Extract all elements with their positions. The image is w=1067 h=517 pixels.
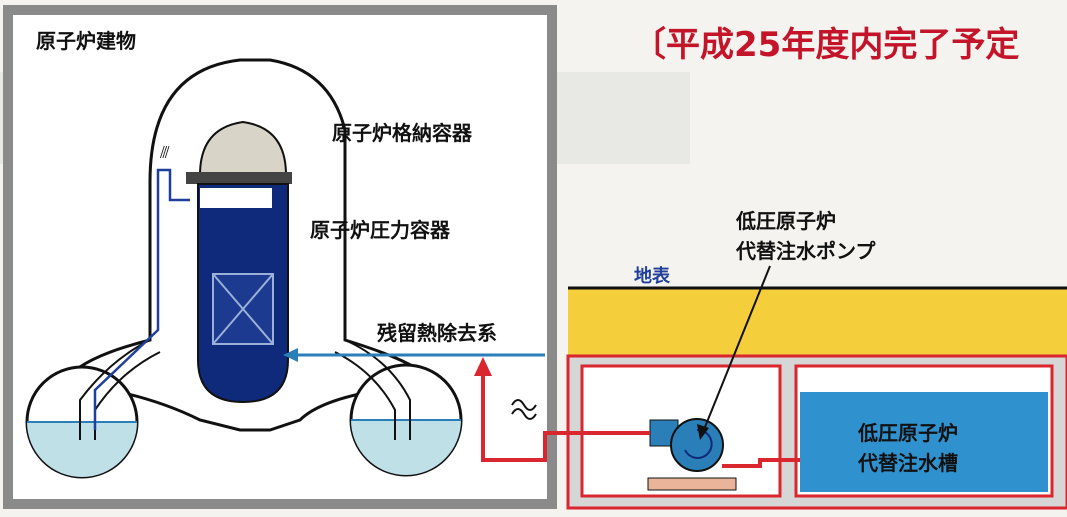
pipe-break-icon-2: [511, 408, 537, 420]
vent-pipe-right: [344, 339, 411, 440]
ground-layer: [568, 288, 1067, 356]
pipe-break-icon: [511, 399, 537, 411]
ground-surface-label: 地表: [634, 265, 671, 287]
rpv-dome: [198, 120, 288, 176]
diagram-title: 〔平成25年度内完了予定: [632, 25, 1019, 65]
residual-heat-arrow: [283, 348, 298, 362]
core-cross-b: [212, 273, 274, 345]
low-pressure-pump-icon: [670, 418, 724, 472]
rpv-flange: [186, 172, 292, 184]
alternate-water-tank: [800, 392, 1048, 492]
rpv-steam-space: [200, 188, 272, 208]
injection-pipe: [481, 372, 650, 462]
pump-leader-line: [702, 265, 771, 433]
pressure-vessel-label: 原子炉圧力容器: [310, 218, 451, 242]
residual-heat-label: 残留熱除去系: [377, 321, 497, 345]
pump-label-line2: 代替注水ポンプ: [735, 239, 876, 263]
injection-arrow: [474, 357, 492, 376]
containment-label: 原子炉格納容器: [332, 121, 473, 145]
tank-label-line1: 低圧原子炉: [857, 421, 958, 445]
valve-symbol-icon: ⫻: [160, 143, 170, 162]
pump-leader-arrow: [697, 424, 709, 440]
pump-label-line1: 低圧原子炉: [735, 209, 836, 233]
suppression-water-right: [351, 420, 461, 475]
suppression-water-left: [27, 422, 137, 477]
instrument-line: [93, 168, 190, 430]
tank-label-line2: 代替注水槽: [857, 451, 958, 475]
tank-to-pump-pipe: [722, 458, 800, 468]
reactor-building-label: 原子炉建物: [36, 29, 136, 53]
pump-base: [647, 477, 737, 491]
vent-pipe-right-2: [334, 351, 396, 440]
